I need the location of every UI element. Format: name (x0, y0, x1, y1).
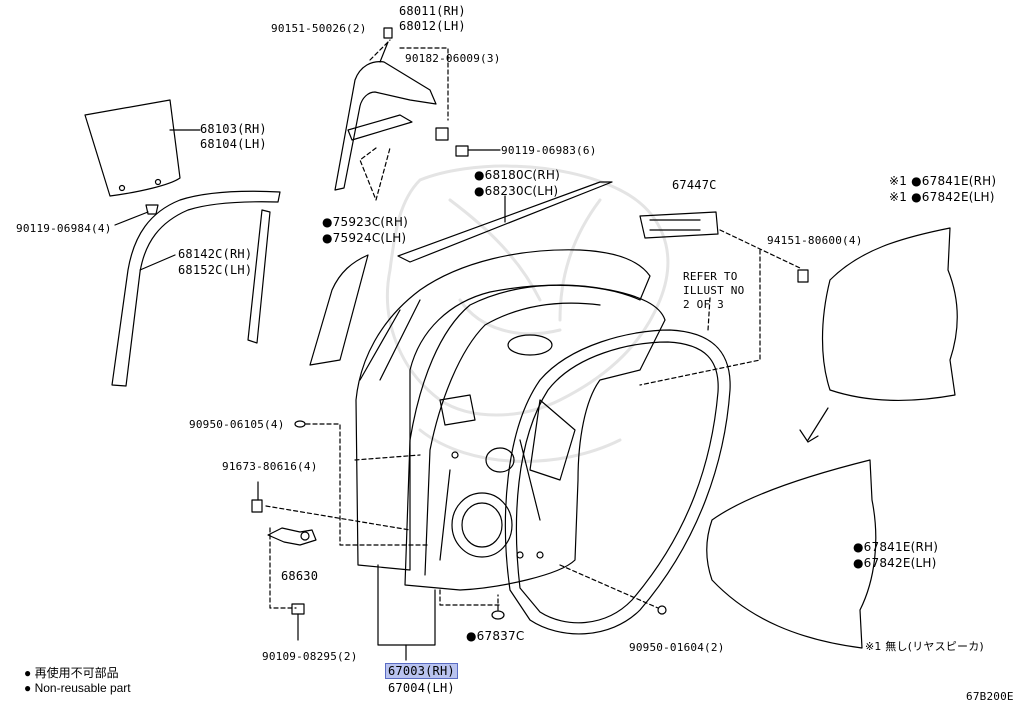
label-90109-08295: 90109-08295(2) (262, 650, 358, 663)
leader-lines (369, 39, 711, 661)
bracket-67447 (639, 211, 809, 386)
label-68630: 68630 (281, 569, 319, 583)
label-90950-01604: 90950-01604(2) (629, 641, 725, 654)
label-90119-06984: 90119-06984(4) (16, 222, 112, 235)
rear-window-regulator-68011 (334, 27, 501, 201)
footnote-no-speaker: ※1 無し(リヤスピーカ) (865, 640, 984, 653)
label-90119-06983: 90119-06983(6) (501, 144, 597, 157)
label-94151-80600: 94151-80600(4) (767, 234, 863, 247)
belt-moulding-68180 (397, 181, 613, 263)
service-hole-cover-top (821, 227, 958, 402)
label-68180C: ●68180C(RH) (474, 168, 560, 182)
rear-door-inner-panel-67003 (404, 284, 666, 591)
door-check-68630 (267, 527, 317, 609)
label-67842E-top: ※1 ●67842E(LH) (889, 190, 995, 204)
glass-run-channel-68142 (111, 190, 281, 387)
label-90950-06105: 90950-06105(4) (189, 418, 285, 431)
label-67837C: ●67837C (466, 629, 525, 643)
legend-english: ● Non-reusable part (24, 681, 131, 695)
label-67842E-bottom: ●67842E(LH) (853, 556, 937, 570)
part-link-67003[interactable]: 67003(RH) (385, 663, 458, 679)
frame-moulding-75923 (309, 254, 369, 366)
bolt-90119-06984 (114, 204, 159, 226)
refer-line-3: 2 OF 3 (683, 298, 724, 311)
legend-japanese: ● 再使用不可部品 (24, 666, 119, 680)
door-glass-68103 (84, 99, 201, 197)
figure-code: 67B200E (966, 690, 1014, 703)
clip-67837 (439, 589, 505, 620)
refer-line-1: REFER TO (683, 270, 738, 283)
label-67841E-top: ※1 ●67841E(RH) (889, 174, 997, 188)
label-75923C: ●75923C(RH) (322, 215, 408, 229)
label-90182-06009: 90182-06009(3) (405, 52, 501, 65)
rear-door-outer (355, 249, 651, 571)
label-75924C: ●75924C(LH) (322, 231, 407, 245)
label-90151-50026: 90151-50026(2) (271, 22, 367, 35)
bolt-91673-80616 (251, 454, 421, 531)
label-91673-80616: 91673-80616(4) (222, 460, 318, 473)
hole-plug-90950-06105 (294, 420, 431, 546)
label-68012: 68012(LH) (399, 19, 466, 33)
label-68142C: 68142C(RH) (178, 247, 253, 261)
hole-plug-90950-01604 (559, 564, 667, 615)
label-67004: 67004(LH) (388, 681, 455, 695)
arrow-down-icon (799, 407, 829, 443)
label-68103: 68103(RH) (200, 122, 267, 136)
label-68230C: ●68230C(LH) (474, 184, 559, 198)
label-68104: 68104(LH) (200, 137, 267, 151)
label-67003-highlighted[interactable]: 67003(RH) (385, 663, 458, 679)
label-68011: 68011(RH) (399, 4, 466, 18)
door-weatherstrip-loop (504, 329, 731, 635)
bolt-90109-08295 (291, 603, 305, 641)
refer-line-2: ILLUST NO (683, 284, 745, 297)
label-67447C: 67447C (672, 178, 717, 192)
service-hole-cover-bottom (706, 459, 877, 649)
label-67841E-bottom: ●67841E(RH) (853, 540, 939, 554)
watermark-logo (385, 164, 670, 463)
label-68152C: 68152C(LH) (178, 263, 253, 277)
